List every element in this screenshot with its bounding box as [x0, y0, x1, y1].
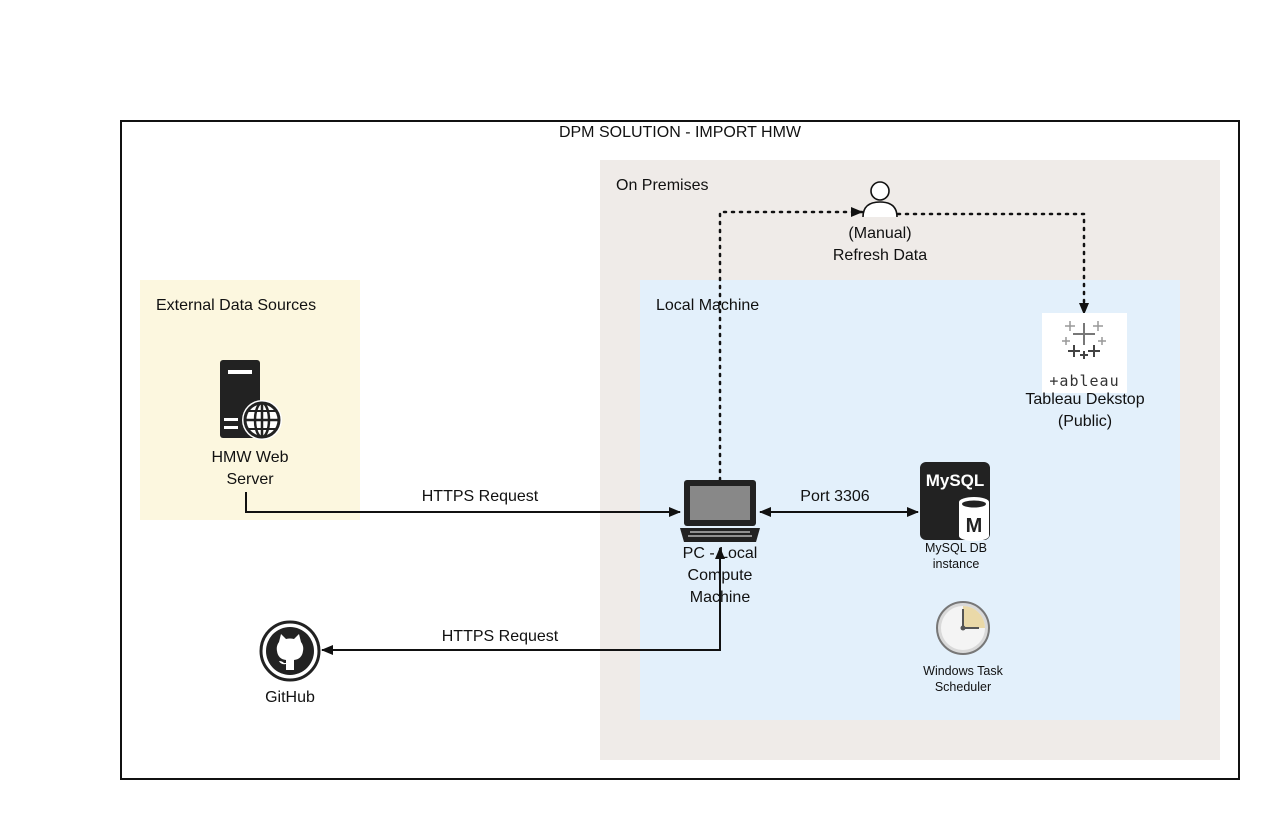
mysql-logo-text: MySQL: [926, 471, 985, 490]
node-label-web-server: HMW Web Server: [211, 449, 289, 488]
github-icon: [259, 620, 321, 682]
clock-icon: [936, 601, 990, 655]
tableau-logo-text: +ableau: [1049, 372, 1120, 390]
edge-label-https-2: HTTPS Request: [441, 628, 559, 645]
diagram-frame: [120, 120, 1240, 780]
edge-label-https-1: HTTPS Request: [421, 488, 539, 505]
zone-label-on-premises: On Premises: [616, 177, 709, 194]
node-label-tableau: Tableau Dekstop (Public): [1025, 391, 1145, 430]
tableau-logo: +ableau: [1042, 313, 1127, 393]
node-label-user: (Manual) Refresh Data: [832, 225, 928, 264]
user-icon: [862, 181, 898, 218]
node-label-pc: PC - Local Compute Machine: [682, 545, 758, 606]
server-globe-icon: [220, 360, 282, 440]
mysql-db-icon: MySQL M: [920, 462, 990, 541]
edge-web-to-pc: [245, 492, 681, 517]
laptop-icon: [680, 480, 760, 542]
zone-label-local-machine: Local Machine: [656, 297, 760, 314]
node-label-scheduler: Windows Task Scheduler: [923, 664, 1003, 694]
zone-label-external: External Data Sources: [156, 297, 317, 314]
mysql-logo-letter: M: [966, 515, 983, 537]
edge-pc-user: [718, 207, 864, 482]
edge-pc-github: [321, 547, 725, 655]
node-label-github: GitHub: [265, 689, 315, 706]
tableau-plus-icon: [1062, 321, 1106, 359]
diagram-title: DPM SOLUTION - IMPORT HMW: [558, 124, 802, 141]
edge-user-tableau: [896, 212, 1089, 316]
node-label-mysql: MySQL DB instance: [924, 541, 988, 571]
edge-label-port: Port 3306: [800, 488, 870, 505]
